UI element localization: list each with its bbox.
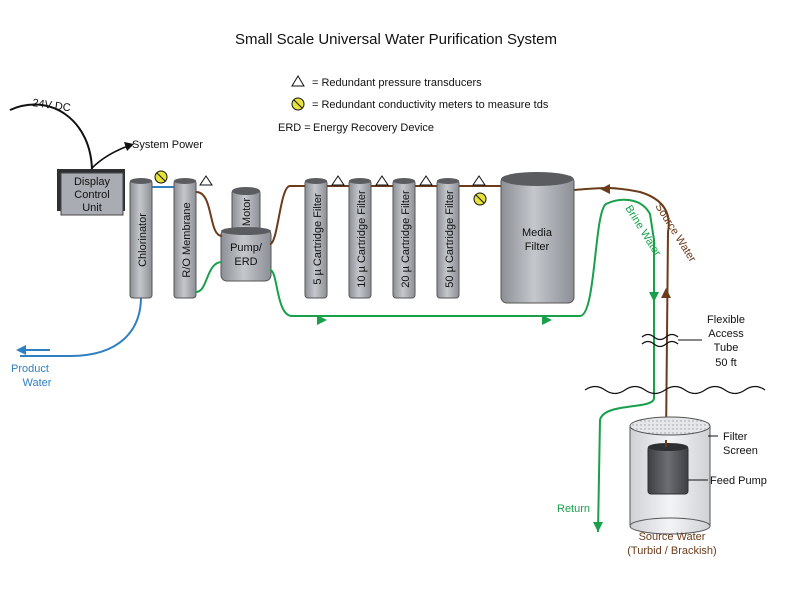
- legend-conductivity-label: = Redundant conductivity meters to measu…: [312, 99, 549, 111]
- media-filter: Media Filter: [500, 172, 575, 304]
- tube-label-line4: 50 ft: [715, 357, 736, 369]
- voltage-label: 24V DC: [32, 97, 72, 114]
- return-flow-arrow: [593, 522, 603, 532]
- water-surface: [584, 385, 766, 395]
- filter-screen-label-line1: Filter: [723, 431, 748, 443]
- cartridge-filter-5: 5 µ Cartridge Filter: [304, 178, 328, 299]
- filter-50-label: 50 µ Cartridge Filter: [444, 190, 456, 288]
- product-water-line: [20, 296, 142, 357]
- filter-screen-label-line2: Screen: [723, 445, 758, 457]
- cartridge-filter-20: 20 µ Cartridge Filter: [392, 178, 416, 299]
- chlorinator-label: Chlorinator: [137, 213, 149, 267]
- source-water-pipe-label: Source Water: [652, 201, 698, 264]
- legend-erd-value: Energy Recovery Device: [313, 122, 434, 134]
- ro-feed-line: [195, 191, 223, 237]
- display-unit-line1: Display: [74, 176, 111, 188]
- pump-erd: Motor Pump/ ERD: [220, 187, 272, 282]
- feed-pump: [647, 445, 689, 495]
- tube-label-line2: Access: [708, 328, 744, 340]
- system-power-arrow: [91, 145, 129, 169]
- source-water-tank-label-line2: (Turbid / Brackish): [627, 545, 716, 557]
- filter-20-label: 20 µ Cartridge Filter: [400, 190, 412, 288]
- ro-brine-line: [195, 261, 223, 293]
- chlorinator: Chlorinator: [129, 178, 153, 299]
- legend-pressure-label: = Redundant pressure transducers: [312, 77, 482, 89]
- brine-flow-arrow: [317, 315, 327, 325]
- system-power-label: System Power: [132, 139, 203, 151]
- pump-erd-label-line2: ERD: [234, 256, 257, 268]
- source-flow-arrow: [661, 288, 671, 298]
- filter-10-label: 10 µ Cartridge Filter: [356, 190, 368, 288]
- arrow-head-icon: [124, 142, 134, 151]
- ro-membrane-label: R/O Membrane: [181, 202, 193, 277]
- pressure-transducer-icon: [419, 175, 433, 186]
- media-filter-label-line2: Filter: [525, 241, 550, 253]
- cartridge-filter-50: 50 µ Cartridge Filter: [436, 178, 460, 299]
- source-water-pipeline: [269, 185, 670, 441]
- tube-label-line3: Tube: [714, 342, 739, 354]
- product-water-label-line1: Product: [11, 363, 49, 375]
- pressure-transducer-icon: [375, 175, 389, 186]
- legend-erd-key: ERD =: [278, 122, 311, 134]
- display-unit-line3: Unit: [82, 202, 102, 214]
- return-label: Return: [557, 503, 590, 515]
- motor-label: Motor: [241, 198, 253, 226]
- display-control-unit: Display Control Unit: [57, 169, 125, 216]
- source-tank: [629, 416, 711, 535]
- pressure-transducer-icon: [472, 175, 486, 186]
- source-water-tank-label-line1: Source Water: [639, 531, 706, 543]
- pressure-transducer-icon: [331, 175, 345, 186]
- source-flow-arrow: [600, 184, 610, 194]
- feed-pump-label: Feed Pump: [710, 475, 767, 487]
- ro-membrane: R/O Membrane: [173, 178, 197, 299]
- legend: = Redundant pressure transducers = Redun…: [278, 75, 549, 134]
- product-water-label-line2: Water: [23, 377, 52, 389]
- tube-label-line1: Flexible: [707, 314, 745, 326]
- display-unit-line2: Control: [74, 189, 109, 201]
- pressure-transducer-icon: [199, 175, 213, 186]
- diagram-title: Small Scale Universal Water Purification…: [235, 31, 557, 48]
- filter-screen: [629, 416, 711, 436]
- cartridge-filter-10: 10 µ Cartridge Filter: [348, 178, 372, 299]
- filter-5-label: 5 µ Cartridge Filter: [312, 193, 324, 285]
- product-flow-arrow: [16, 345, 26, 355]
- brine-flow-arrow: [542, 315, 552, 325]
- pump-erd-label-line1: Pump/: [230, 242, 263, 254]
- pressure-transducer-icon: [291, 75, 305, 87]
- media-filter-label-line1: Media: [522, 227, 553, 239]
- tube-break-marks: [641, 333, 679, 348]
- brine-flow-arrow: [649, 292, 659, 302]
- brine-return-line: [269, 198, 655, 533]
- power-cable: [9, 103, 93, 173]
